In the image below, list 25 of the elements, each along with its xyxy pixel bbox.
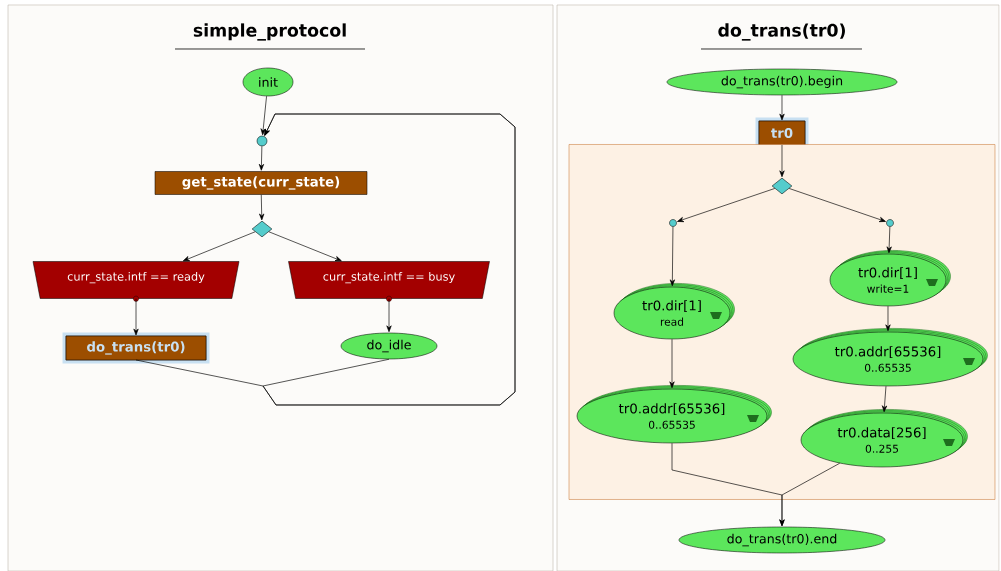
arrow [260,95,267,136]
condition-trapezoid: curr_state.intf == ready [32,261,240,302]
action-box: do_trans(tr0) [62,332,210,364]
arrow [133,298,139,336]
arrow [677,188,776,223]
arrow [779,144,785,178]
arrow [779,94,785,121]
action-box: get_state(curr_state) [154,171,368,195]
arrow [386,298,392,333]
condition-trapezoid: curr_state.intf == busy [288,261,490,302]
arrow [268,231,342,262]
arrow [259,194,265,221]
arrow [886,226,892,254]
arrow [258,145,265,171]
arrow [182,231,256,262]
action-box: tr0 [755,117,809,149]
arrow [669,226,675,287]
arrow [669,338,675,389]
decision-diamond [251,220,273,238]
arrow [779,462,840,527]
arrow [788,188,886,222]
arrow [881,385,888,413]
arrow [262,113,516,406]
decision-diamond [771,177,793,195]
arrow [885,305,891,332]
